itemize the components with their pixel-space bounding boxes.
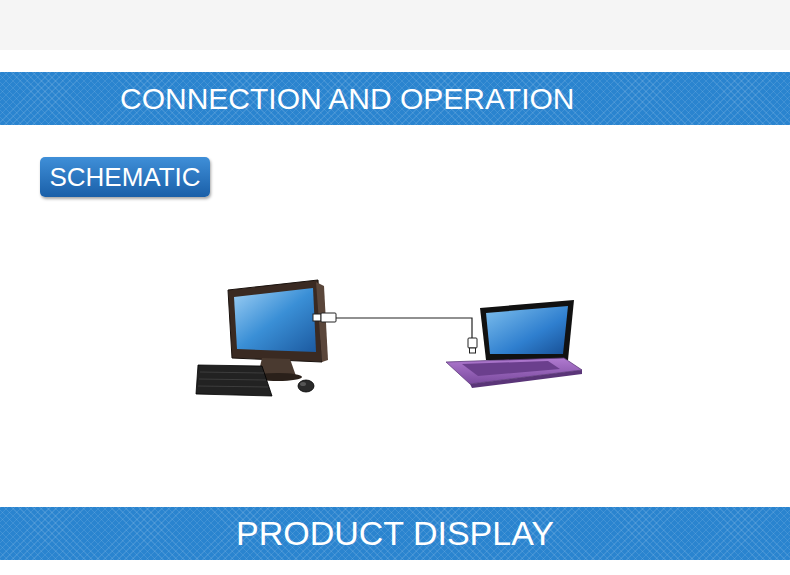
- section-band: CONNECTION AND OPERATION: [0, 72, 790, 125]
- usb-plug: [470, 348, 476, 353]
- section-heading: CONNECTION AND OPERATION: [120, 82, 574, 115]
- usb-plug-body: [468, 338, 477, 348]
- section-heading: PRODUCT DISPLAY: [236, 515, 554, 552]
- monitor-frame: [228, 280, 322, 362]
- mouse: [298, 380, 314, 392]
- usb-plug-body: [321, 313, 336, 322]
- keyboard: [196, 365, 272, 396]
- laptop-bezel: [480, 300, 574, 360]
- laptop-computer: [446, 300, 582, 388]
- section-tag: SCHEMATIC: [40, 157, 210, 197]
- desktop-computer: [196, 280, 328, 396]
- usb-plug: [313, 314, 321, 321]
- section-band: PRODUCT DISPLAY: [0, 507, 790, 560]
- monitor-screen: [234, 288, 316, 352]
- section-heading: SCHEMATIC: [49, 163, 200, 192]
- cable-wire: [336, 318, 472, 338]
- laptop-keyboard: [462, 361, 560, 376]
- usb-cable: [313, 313, 477, 353]
- top-strip: [0, 0, 790, 50]
- laptop-screen: [486, 306, 568, 354]
